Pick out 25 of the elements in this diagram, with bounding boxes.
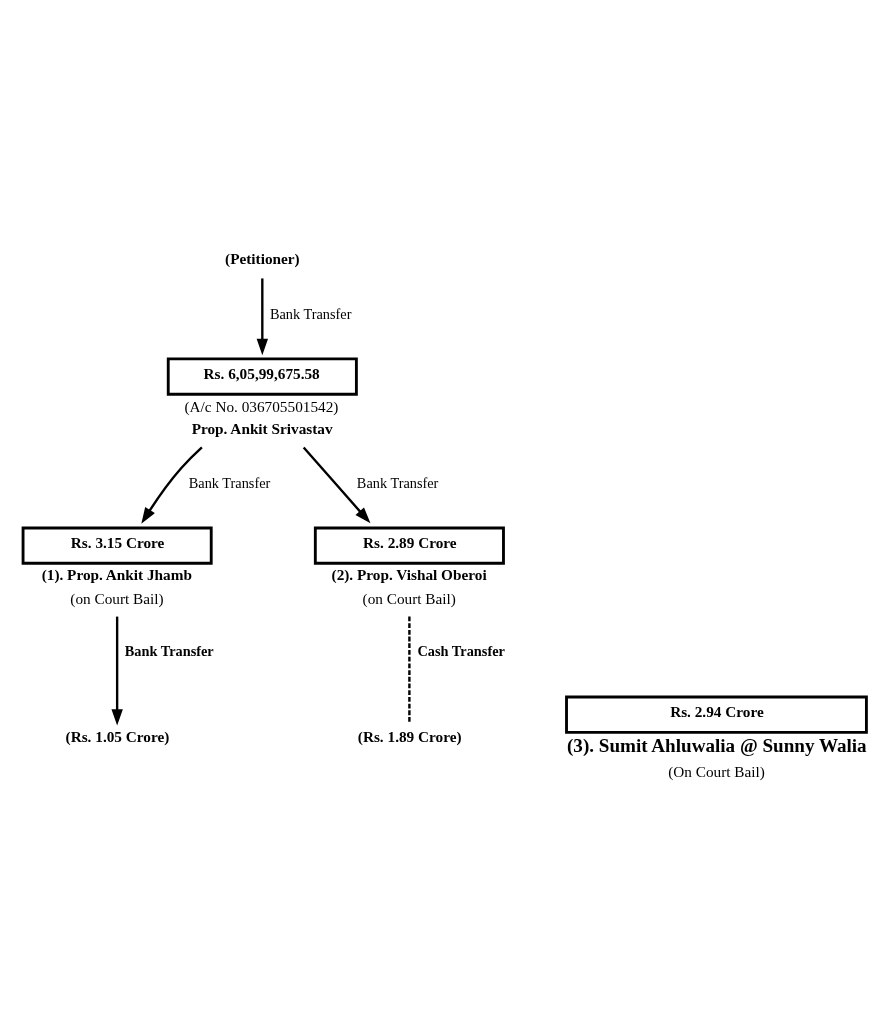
node-box: Rs. 3.15 Crore [21,526,213,565]
edge-label: Bank Transfer [188,474,271,491]
node-text: (Rs. 1.05 Crore) [65,727,170,745]
node-label: (On Court Bail) [668,762,765,780]
node-box: Rs. 2.94 Crore [565,695,868,734]
node-label: Prop. Ankit Srivastav [191,419,333,437]
node-label: (on Court Bail) [362,589,456,607]
arrow [111,616,123,726]
node-text: (Rs. 1.89 Crore) [357,727,462,745]
edge-label: Bank Transfer [124,642,214,659]
arrow [256,277,268,355]
node-label: (3). Sumit Ahluwalia @ Sunny Walia [566,734,867,756]
node-label: (A/c No. 036705501542) [184,397,339,415]
node-text: (Petitioner) [225,249,300,267]
arrow [302,446,371,523]
node-label: (on Court Bail) [70,589,164,607]
edge-label: Cash Transfer [417,642,505,659]
node-label: (1). Prop. Ankit Jhamb [41,565,192,583]
edge-label: Bank Transfer [269,305,352,322]
connector [408,616,411,722]
edge-label: Bank Transfer [356,474,439,491]
arrow [141,446,203,524]
node-box: Rs. 2.89 Crore [313,526,505,565]
node-label: (2). Prop. Vishal Oberoi [331,565,487,583]
node-box: Rs. 6,05,99,675.58 [166,356,358,396]
